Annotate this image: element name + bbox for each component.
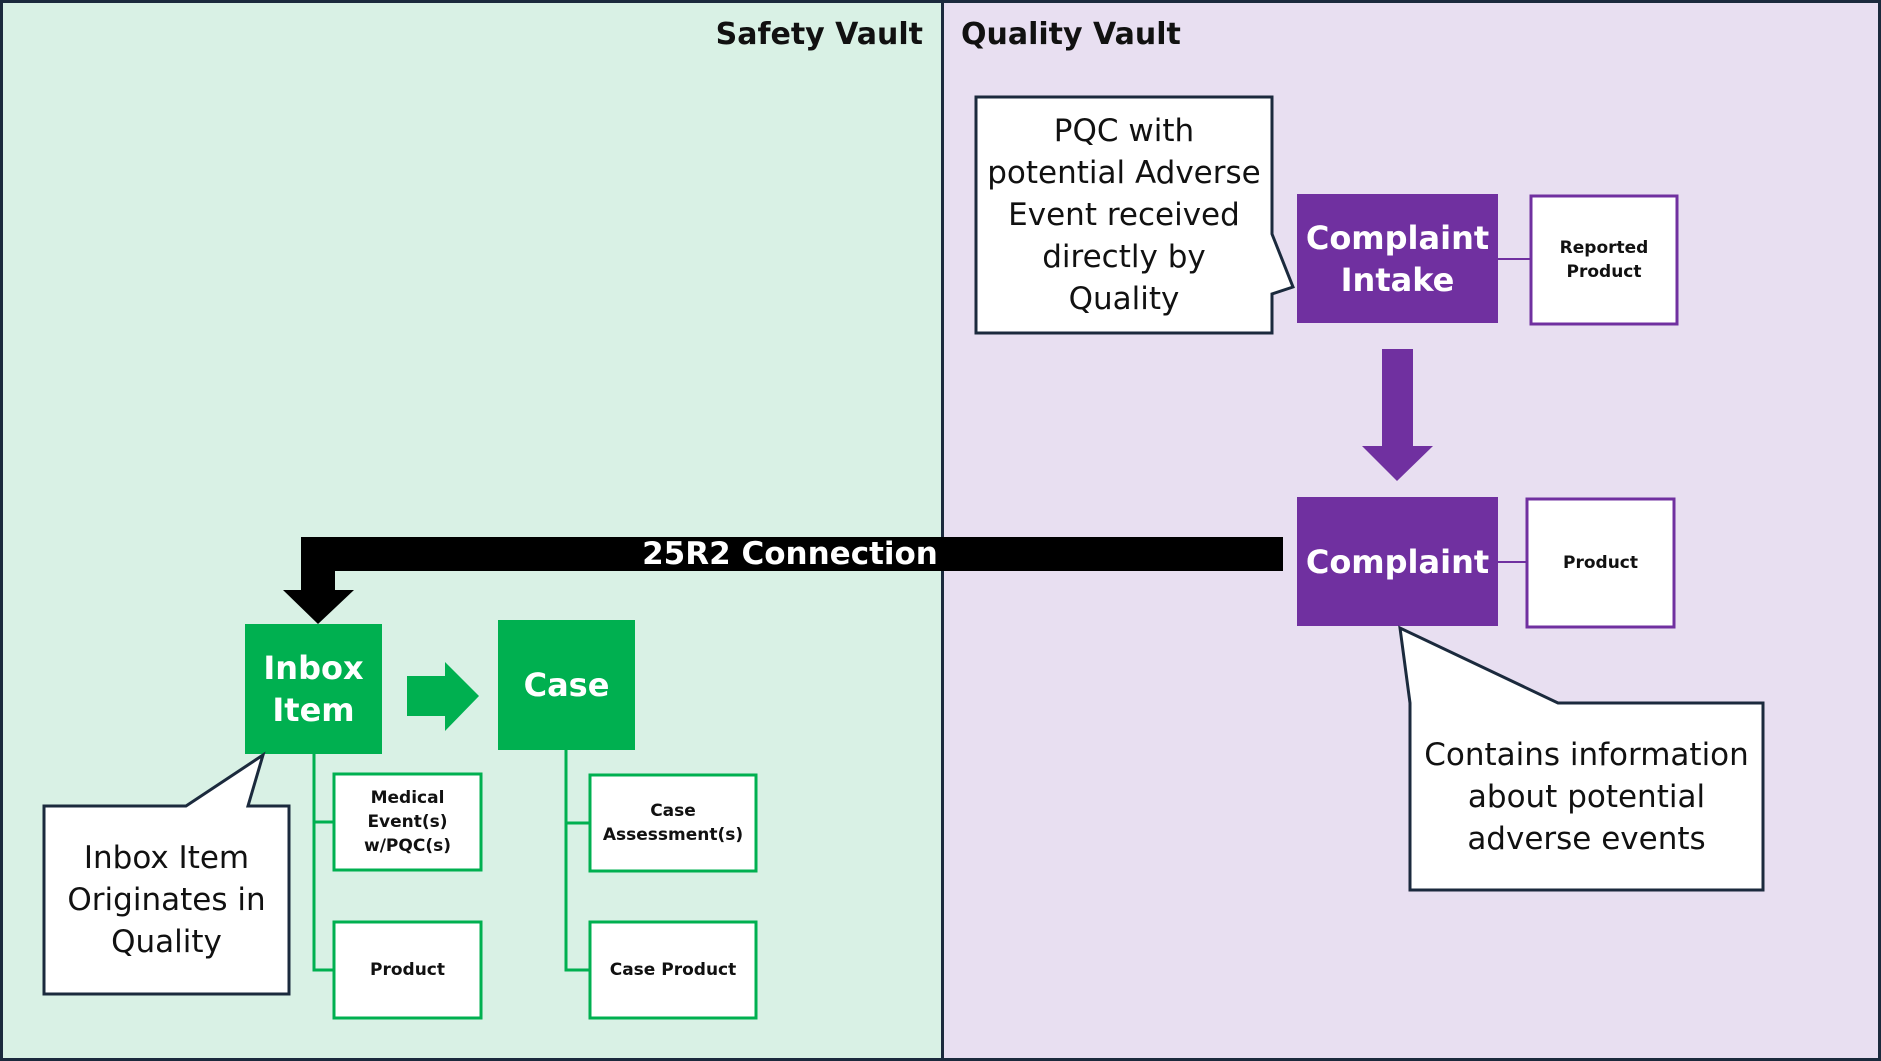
inbox-callout-bubble [42, 751, 291, 996]
connection-label: 25R2 Connection [642, 536, 938, 572]
inbox-item-label: Inbox Item [263, 649, 364, 729]
case-product-box [588, 920, 758, 1020]
connection-arrow-icon [283, 537, 1283, 624]
product-box [1525, 497, 1676, 629]
inbox-item-box [245, 624, 382, 754]
tree-line [312, 754, 334, 972]
complaint-box [1297, 497, 1498, 626]
reported-product-label: Reported Product [1559, 238, 1649, 282]
right-arrow-icon [407, 662, 479, 731]
product-label: Product [1563, 553, 1638, 573]
contains-callout-text: Contains information about potential adv… [1424, 736, 1749, 857]
case-label: Case [523, 666, 610, 704]
case-assessments-label: Case Assessment(s) [602, 801, 744, 845]
case-box [498, 620, 635, 750]
down-arrow-icon [1362, 349, 1433, 481]
safety-vault-title: Safety Vault [715, 17, 923, 52]
pqc-callout-bubble [974, 95, 1295, 335]
inbox-product-box [332, 920, 483, 1020]
inbox-product-label: Product [370, 960, 445, 980]
reported-product-box [1529, 194, 1679, 326]
medical-events-box [332, 772, 483, 872]
case-product-label: Case Product [609, 960, 737, 980]
complaint-intake-label: Complaint Intake [1305, 218, 1490, 299]
pqc-callout-text: PQC with potential Adverse Event receive… [987, 113, 1261, 317]
quality-vault-title: Quality Vault [961, 17, 1181, 52]
medical-events-label: Medical Event(s) w/PQC(s) [364, 788, 451, 856]
tree-line [564, 750, 590, 972]
complaint-label: Complaint [1305, 542, 1490, 581]
inbox-callout-text: Inbox Item Originates in Quality [67, 840, 266, 960]
complaint-intake-box [1297, 194, 1498, 323]
case-assessments-box [588, 773, 758, 873]
contains-callout-bubble [1398, 625, 1765, 892]
